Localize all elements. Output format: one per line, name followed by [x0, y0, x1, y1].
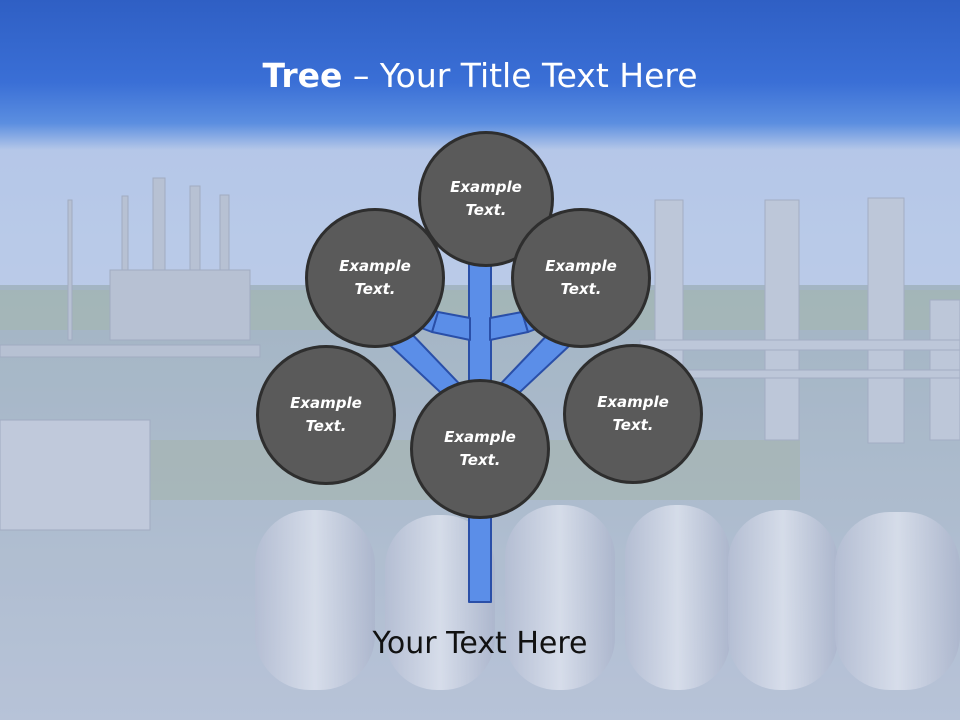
node-label: Example Text.: [444, 428, 516, 469]
node-label: Example Text.: [597, 393, 669, 434]
node-label: Example Text.: [290, 394, 362, 435]
slide-caption: Your Text Here: [372, 626, 588, 661]
title-band: [0, 0, 960, 150]
node-label: Example Text.: [545, 257, 617, 298]
node-label: Example Text.: [450, 178, 522, 219]
node-label: Example Text.: [339, 257, 411, 298]
tree-node-upper-right: Example Text.: [511, 208, 651, 348]
tree-node-center: Example Text.: [410, 379, 550, 519]
slide-title: Tree – Your Title Text Here: [0, 52, 960, 100]
title-rest: – Your Title Text Here: [342, 56, 698, 95]
tree-node-left: Example Text.: [256, 345, 396, 485]
title-bold: Tree: [262, 56, 343, 95]
tree-node-upper-left: Example Text.: [305, 208, 445, 348]
tree-node-right: Example Text.: [563, 344, 703, 484]
